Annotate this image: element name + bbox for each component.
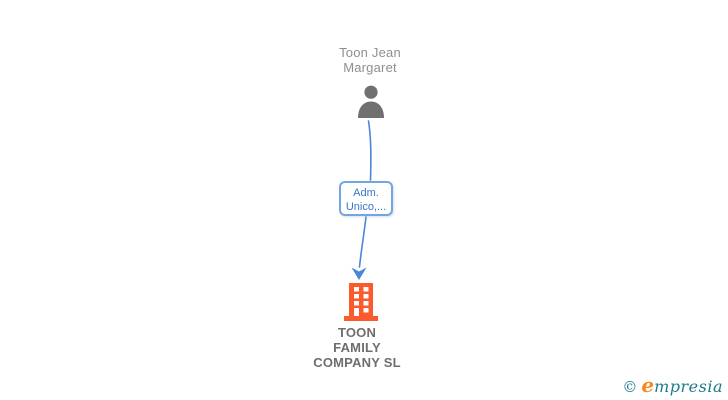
- relationship-label-line: Adm.: [353, 187, 379, 199]
- person-name-line: Toon Jean: [339, 45, 401, 60]
- edge-person-to-relationship: [367, 120, 372, 181]
- person-node[interactable]: [356, 85, 386, 118]
- arrowhead-icon: [351, 267, 367, 280]
- company-name-line: FAMILY: [333, 340, 381, 355]
- brand-name: mpresia: [654, 377, 723, 396]
- brand-initial: e: [641, 373, 655, 397]
- edge-relationship-to-company: [358, 216, 367, 268]
- company-node[interactable]: [344, 283, 378, 321]
- copyright-icon: ©: [622, 378, 638, 396]
- person-icon: [358, 85, 384, 118]
- person-name-line: Margaret: [343, 60, 397, 75]
- company-name-line: COMPANY SL: [313, 355, 401, 370]
- person-node-label[interactable]: Toon Jean Margaret: [290, 45, 450, 75]
- building-icon: [344, 283, 378, 321]
- company-name-line: TOON: [337, 325, 377, 340]
- relationship-label-box[interactable]: Adm. Unico,...: [339, 181, 393, 216]
- empresia-logo: ©empresia: [622, 375, 723, 397]
- relationship-label-line: Unico,...: [345, 201, 387, 213]
- company-node-label[interactable]: TOON FAMILY COMPANY SL: [277, 325, 437, 370]
